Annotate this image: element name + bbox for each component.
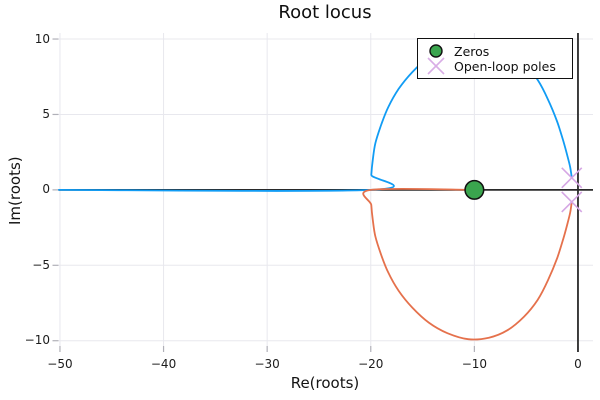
pole-legend-icon <box>418 57 454 75</box>
y-tick-label: 10 <box>34 31 50 46</box>
pole-x-marker <box>561 167 583 189</box>
x-axis-title: Re(roots) <box>290 374 360 392</box>
legend-entry-circle: Zeros <box>418 44 572 59</box>
x-tick-label: −50 <box>47 357 73 371</box>
y-tick-label: 5 <box>42 106 50 121</box>
legend-label: Open-loop poles <box>454 58 556 74</box>
y-tick-label: −5 <box>32 257 50 272</box>
pole-x-marker <box>561 191 583 213</box>
y-tick-label: 0 <box>42 182 50 197</box>
x-tick-label: −30 <box>254 357 280 371</box>
x-tick-label: −40 <box>150 357 177 371</box>
chart-title: Root locus <box>278 2 372 23</box>
x-tick-label: −20 <box>358 357 384 371</box>
zero-legend-icon <box>418 42 454 60</box>
x-tick-label: 0 <box>574 357 582 371</box>
locus-branch-lower <box>362 187 573 341</box>
legend-entry-x: Open-loop poles <box>418 57 572 75</box>
legend-label: Zeros <box>454 43 490 59</box>
y-tick-label: −10 <box>24 333 50 348</box>
x-tick-label: −10 <box>461 357 488 371</box>
zero-circle-marker <box>464 179 485 200</box>
